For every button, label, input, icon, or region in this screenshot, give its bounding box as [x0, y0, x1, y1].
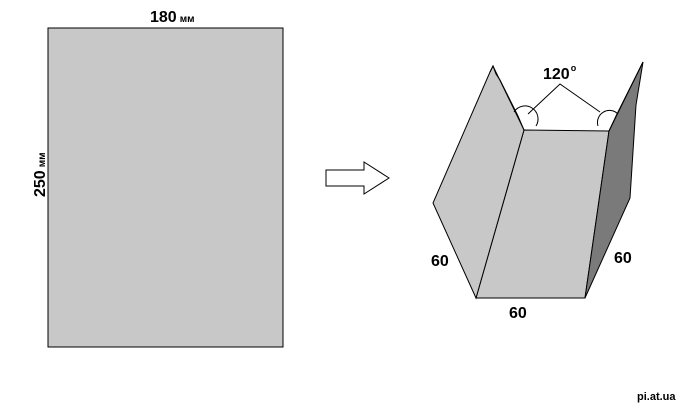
flat-sheet: [47, 27, 284, 348]
left-side-label: 60: [431, 253, 449, 270]
sheet-height-label: 250мм: [32, 153, 49, 198]
left-angle-arc: [513, 105, 539, 127]
left-torn-edge: [489, 64, 525, 131]
angle-leader-lines: [527, 83, 601, 115]
watermark: pi.at.ua: [637, 391, 676, 403]
transform-arrow: [325, 161, 390, 195]
right-angle-arc: [596, 109, 619, 127]
bottom-side-label: 60: [509, 305, 527, 322]
angle-label: 120o: [543, 63, 577, 83]
right-torn-edge: [608, 61, 644, 132]
right-side-label: 60: [614, 250, 632, 267]
